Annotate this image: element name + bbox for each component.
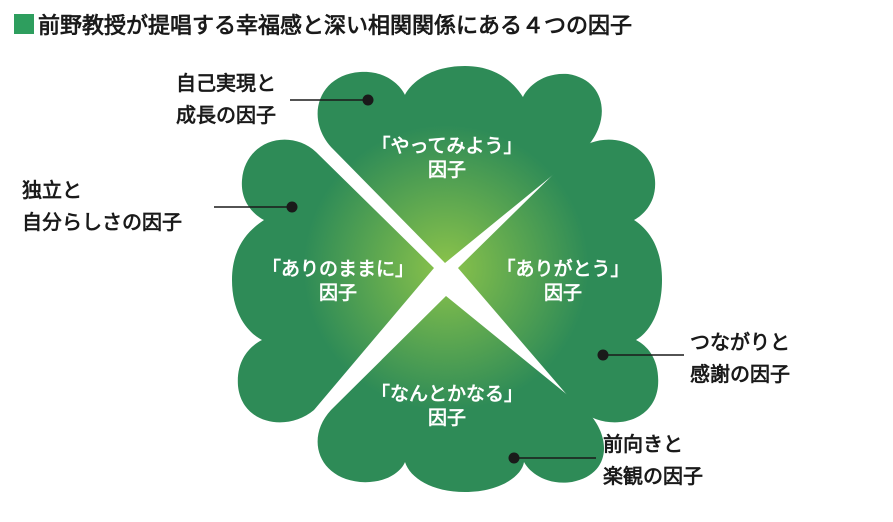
- leaf-top-text: 「やってみよう」 因子: [347, 134, 547, 182]
- label-bottom-line1: 前向きと: [603, 432, 683, 456]
- leaf-bottom-quote: 「なんとかなる」: [370, 383, 523, 405]
- leaf-top-quote: 「やってみよう」: [371, 135, 523, 157]
- label-left-line2: 自分らしさの因子: [22, 210, 182, 234]
- leaf-top-sub: 因子: [427, 159, 466, 181]
- leaf-top: [317, 66, 602, 263]
- label-right-line2: 感謝の因子: [690, 362, 790, 386]
- leaf-bottom-text: 「なんとかなる」 因子: [347, 382, 547, 430]
- leaf-left-quote: 「ありのままに」: [261, 258, 414, 280]
- page-title: 前野教授が提唱する幸福感と深い相関関係にある４つの因子: [14, 6, 632, 42]
- leaf-right-text: 「ありがとう」 因子: [463, 257, 663, 305]
- leaf-left: [232, 139, 434, 423]
- label-right-line1: つながりと: [690, 330, 790, 354]
- label-bottom-line2: 楽観の因子: [603, 464, 703, 488]
- label-left: 独立と 自分らしさの因子: [22, 174, 182, 238]
- label-left-line1: 独立と: [22, 178, 82, 202]
- leaf-right-quote: 「ありがとう」: [496, 258, 630, 280]
- label-top: 自己実現と 成長の因子: [176, 67, 276, 131]
- leaf-bottom-sub: 因子: [427, 407, 466, 429]
- connector-dot-right: [597, 349, 609, 361]
- connector-dot-top: [362, 94, 374, 106]
- connector-dot-left: [286, 201, 298, 213]
- leaf-left-sub: 因子: [318, 282, 357, 304]
- leaf-bottom: [317, 296, 605, 492]
- label-bottom: 前向きと 楽観の因子: [603, 428, 703, 492]
- leaf-right: [458, 139, 662, 423]
- label-right: つながりと 感謝の因子: [690, 326, 790, 390]
- title-text: 前野教授が提唱する幸福感と深い相関関係にある４つの因子: [38, 14, 633, 39]
- label-top-line2: 成長の因子: [176, 103, 276, 127]
- title-square-icon: [14, 14, 34, 34]
- connector-dot-bottom: [508, 452, 520, 464]
- leaf-right-sub: 因子: [543, 282, 582, 304]
- leaf-left-text: 「ありのままに」 因子: [238, 257, 438, 305]
- label-top-line1: 自己実現と: [176, 71, 276, 95]
